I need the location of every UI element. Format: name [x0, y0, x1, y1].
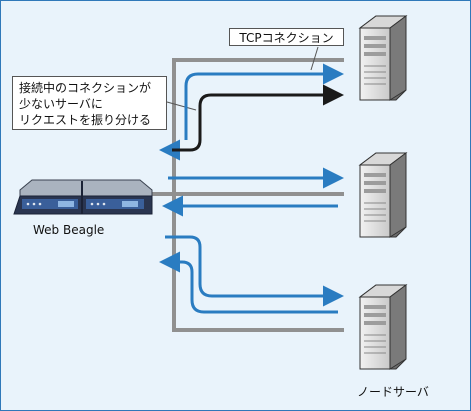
arrow-to-server-1: [184, 63, 344, 140]
load-balancing-callout: 接続中のコネクションが 少ないサーバに リクエストを振り分ける: [12, 76, 167, 130]
node-server-3: [358, 284, 408, 370]
node-server-label: ノードサーバ: [357, 385, 429, 399]
callout-line-2: 少ないサーバに: [19, 97, 103, 111]
callout-pointer: [166, 101, 197, 111]
web-beagle-device: [13, 179, 153, 215]
web-beagle-label: Web Beagle: [33, 223, 105, 237]
tcp-connection-lines: [150, 58, 344, 332]
arrow-return-server-3: [159, 251, 338, 314]
callout-line-1: 接続中のコネクションが: [19, 81, 152, 95]
selected-server-arrow: [172, 84, 344, 152]
tcp-connection-label: TCPコネクション: [229, 28, 344, 46]
arrow-to-server-3: [165, 235, 344, 307]
node-server-1: [358, 15, 408, 101]
tcp-label-pointer: [310, 46, 319, 71]
callout-line-3: リクエストを振り分ける: [19, 113, 152, 127]
connection-line-server-3: [172, 194, 344, 332]
request-arrows: [159, 63, 344, 314]
node-server-2: [358, 152, 408, 238]
